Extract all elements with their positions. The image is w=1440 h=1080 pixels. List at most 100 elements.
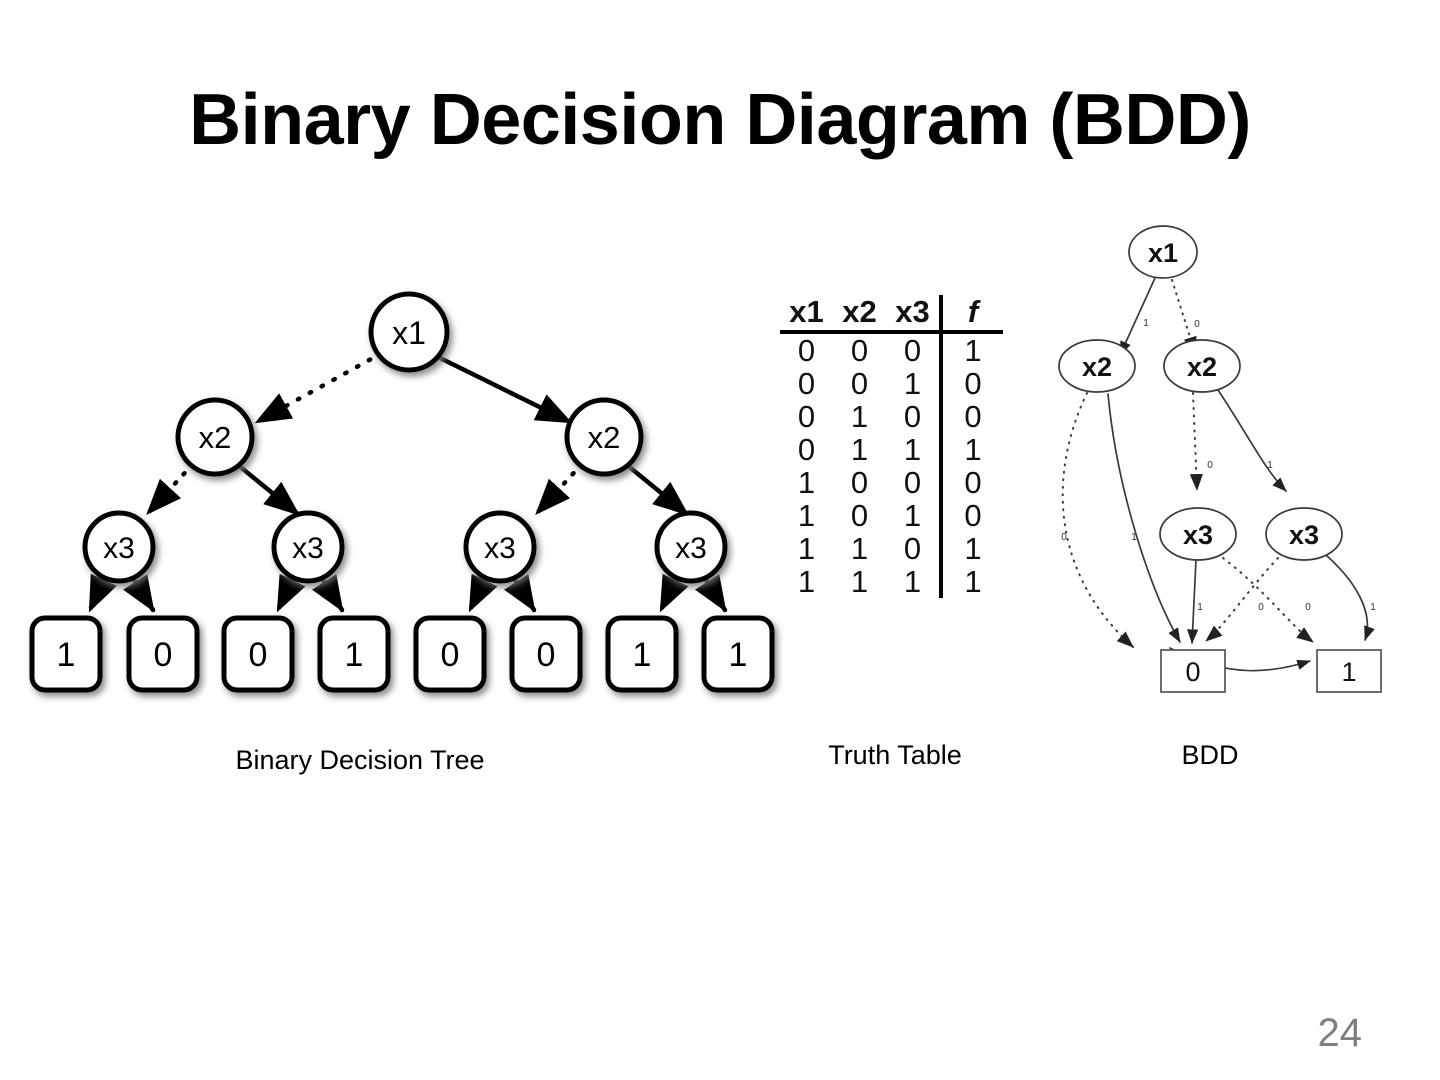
truth-table-cell-x3: 0 [903, 530, 922, 566]
truth-table-header-x3: x3 [895, 293, 930, 329]
truth-table-cell-x2: 0 [850, 332, 869, 368]
bdd-terminal-zero [1160, 649, 1226, 693]
bdd-edge-x3r-high [1325, 554, 1375, 641]
bdd-label-x3r-high: 1 [1370, 602, 1376, 613]
truth-table-cell-x1: 1 [797, 530, 816, 566]
tree-leaf-0: 1 [57, 636, 76, 674]
truth-table-header-x1: x1 [789, 293, 824, 329]
truth-table-cell-f: 1 [939, 433, 1003, 466]
truth-table-header-x2: x2 [842, 293, 877, 329]
tree-edge-x2r-low [534, 461, 585, 516]
tree-edge-x3a-low [87, 572, 117, 613]
truth-table-cell-x3: 1 [903, 365, 922, 401]
page-title: Binary Decision Diagram (BDD) [189, 80, 1251, 160]
caption-binary-decision-tree: Binary Decision Tree [235, 745, 485, 775]
binary-decision-tree-figure: 1 0 0 1 0 0 1 1 x3 x3 x3 x3 [10, 280, 810, 710]
truth-table-header-row: x1 x2 x3 f [780, 295, 1003, 332]
bdd-node-x3-right-label: x3 [1289, 520, 1319, 550]
tree-edge-x1-low [254, 350, 385, 425]
truth-table-cell-f: 1 [939, 532, 1003, 565]
truth-table-cell-x2: 1 [850, 530, 869, 566]
tree-node-x2-2: x2 [588, 420, 621, 455]
bdd-label-x2l-low: 0 [1061, 532, 1067, 543]
bdd-node-x2-left-label: x2 [1082, 352, 1112, 382]
bdd-edge-x2r-low [1189, 392, 1203, 491]
truth-table-cell-x3: 0 [903, 398, 922, 434]
truth-table-cell-f: 0 [939, 499, 1003, 532]
tree-node-x3-2: x3 [292, 532, 324, 565]
tree-leaf-4: 0 [441, 636, 460, 674]
truth-table-cell-f: 1 [939, 565, 1003, 598]
bdd-node-x1-label: x1 [1148, 238, 1178, 268]
bdd-node-x3-right [1265, 507, 1343, 561]
bdd-edge-x3l-low [1222, 557, 1314, 643]
tree-leaf-7: 1 [729, 636, 748, 674]
truth-table-header-f: f [939, 295, 1003, 332]
tree-leaf-5: 0 [537, 636, 556, 674]
tree-node-x1-root: x1 [392, 315, 426, 351]
bdd-label-x1-low: 0 [1194, 319, 1200, 330]
bdd-label-x2r-low: 0 [1207, 460, 1213, 471]
truth-table-cell-x2: 1 [850, 398, 869, 434]
bdd-node-x2-right [1163, 339, 1241, 393]
bdd-edge-x1-high [1119, 277, 1156, 356]
bdd-figure: 1 0 0 1 0 1 1 0 0 1 x1 x2 [1020, 210, 1420, 710]
truth-table-cell-x1: 1 [797, 563, 816, 599]
truth-table-cell-x2: 0 [850, 365, 869, 401]
caption-bdd: BDD [1181, 740, 1239, 770]
page-number: 24 [1317, 1011, 1363, 1055]
bdd-node-x1 [1128, 225, 1198, 279]
bdd-terminal-zero-label: 0 [1185, 657, 1200, 687]
tree-edge-x3b-high [311, 574, 345, 613]
truth-table-cell-f: 0 [939, 466, 1003, 499]
tree-leaf-2: 0 [249, 636, 268, 674]
tree-edge-x3b-low [275, 572, 306, 613]
truth-table-cell-x2: 1 [850, 563, 869, 599]
truth-table-cell-x3: 0 [903, 464, 922, 500]
bdd-label-x2l-high: 1 [1131, 532, 1137, 543]
bdd-edge-x3l-high [1187, 559, 1199, 644]
tree-edge-x3d-low [658, 572, 689, 613]
bdd-edge-x2l-low [1061, 392, 1134, 648]
truth-table-cell-x2: 1 [850, 431, 869, 467]
tree-node-x3-4: x3 [675, 532, 707, 565]
bdd-node-x2-left [1058, 339, 1136, 393]
tree-edge-x2r-high [624, 462, 690, 517]
bdd-label-x2r-high: 1 [1267, 460, 1273, 471]
tree-node-x2-1: x2 [199, 420, 232, 455]
bdd-label-x3l-high: 1 [1197, 602, 1203, 613]
tree-edge-x2l-low [145, 461, 196, 516]
truth-table-cell-x3: 0 [903, 332, 922, 368]
truth-table-cell-x1: 1 [797, 464, 816, 500]
tree-leaf-6: 1 [633, 636, 652, 674]
bdd-node-x3-left-label: x3 [1183, 520, 1213, 550]
bdd-label-x1-high: 1 [1143, 318, 1149, 329]
truth-table-cell-f: 1 [939, 332, 1003, 367]
bdd-edge-x2l-high [1107, 393, 1181, 643]
truth-table-cell-x1: 0 [797, 332, 816, 368]
tree-edge-x3c-high [503, 574, 537, 613]
truth-table-cell-f: 0 [939, 367, 1003, 400]
tree-edge-x1-high [433, 353, 573, 425]
bdd-edge-x2r-high [1217, 389, 1287, 492]
tree-edge-x3a-high [122, 574, 156, 613]
bdd-label-x3r-low: 0 [1305, 602, 1311, 613]
bdd-terminal-one-label: 1 [1341, 657, 1356, 687]
tree-edge-x3d-high [694, 574, 728, 613]
truth-table-cell-x1: 1 [797, 497, 816, 533]
truth-table-cell-x3: 1 [903, 497, 922, 533]
truth-table-cell-x2: 0 [850, 497, 869, 533]
truth-table-cell-x1: 0 [797, 398, 816, 434]
bdd-edge-x3r-low [1205, 557, 1279, 642]
tree-edge-x3c-low [467, 572, 498, 613]
